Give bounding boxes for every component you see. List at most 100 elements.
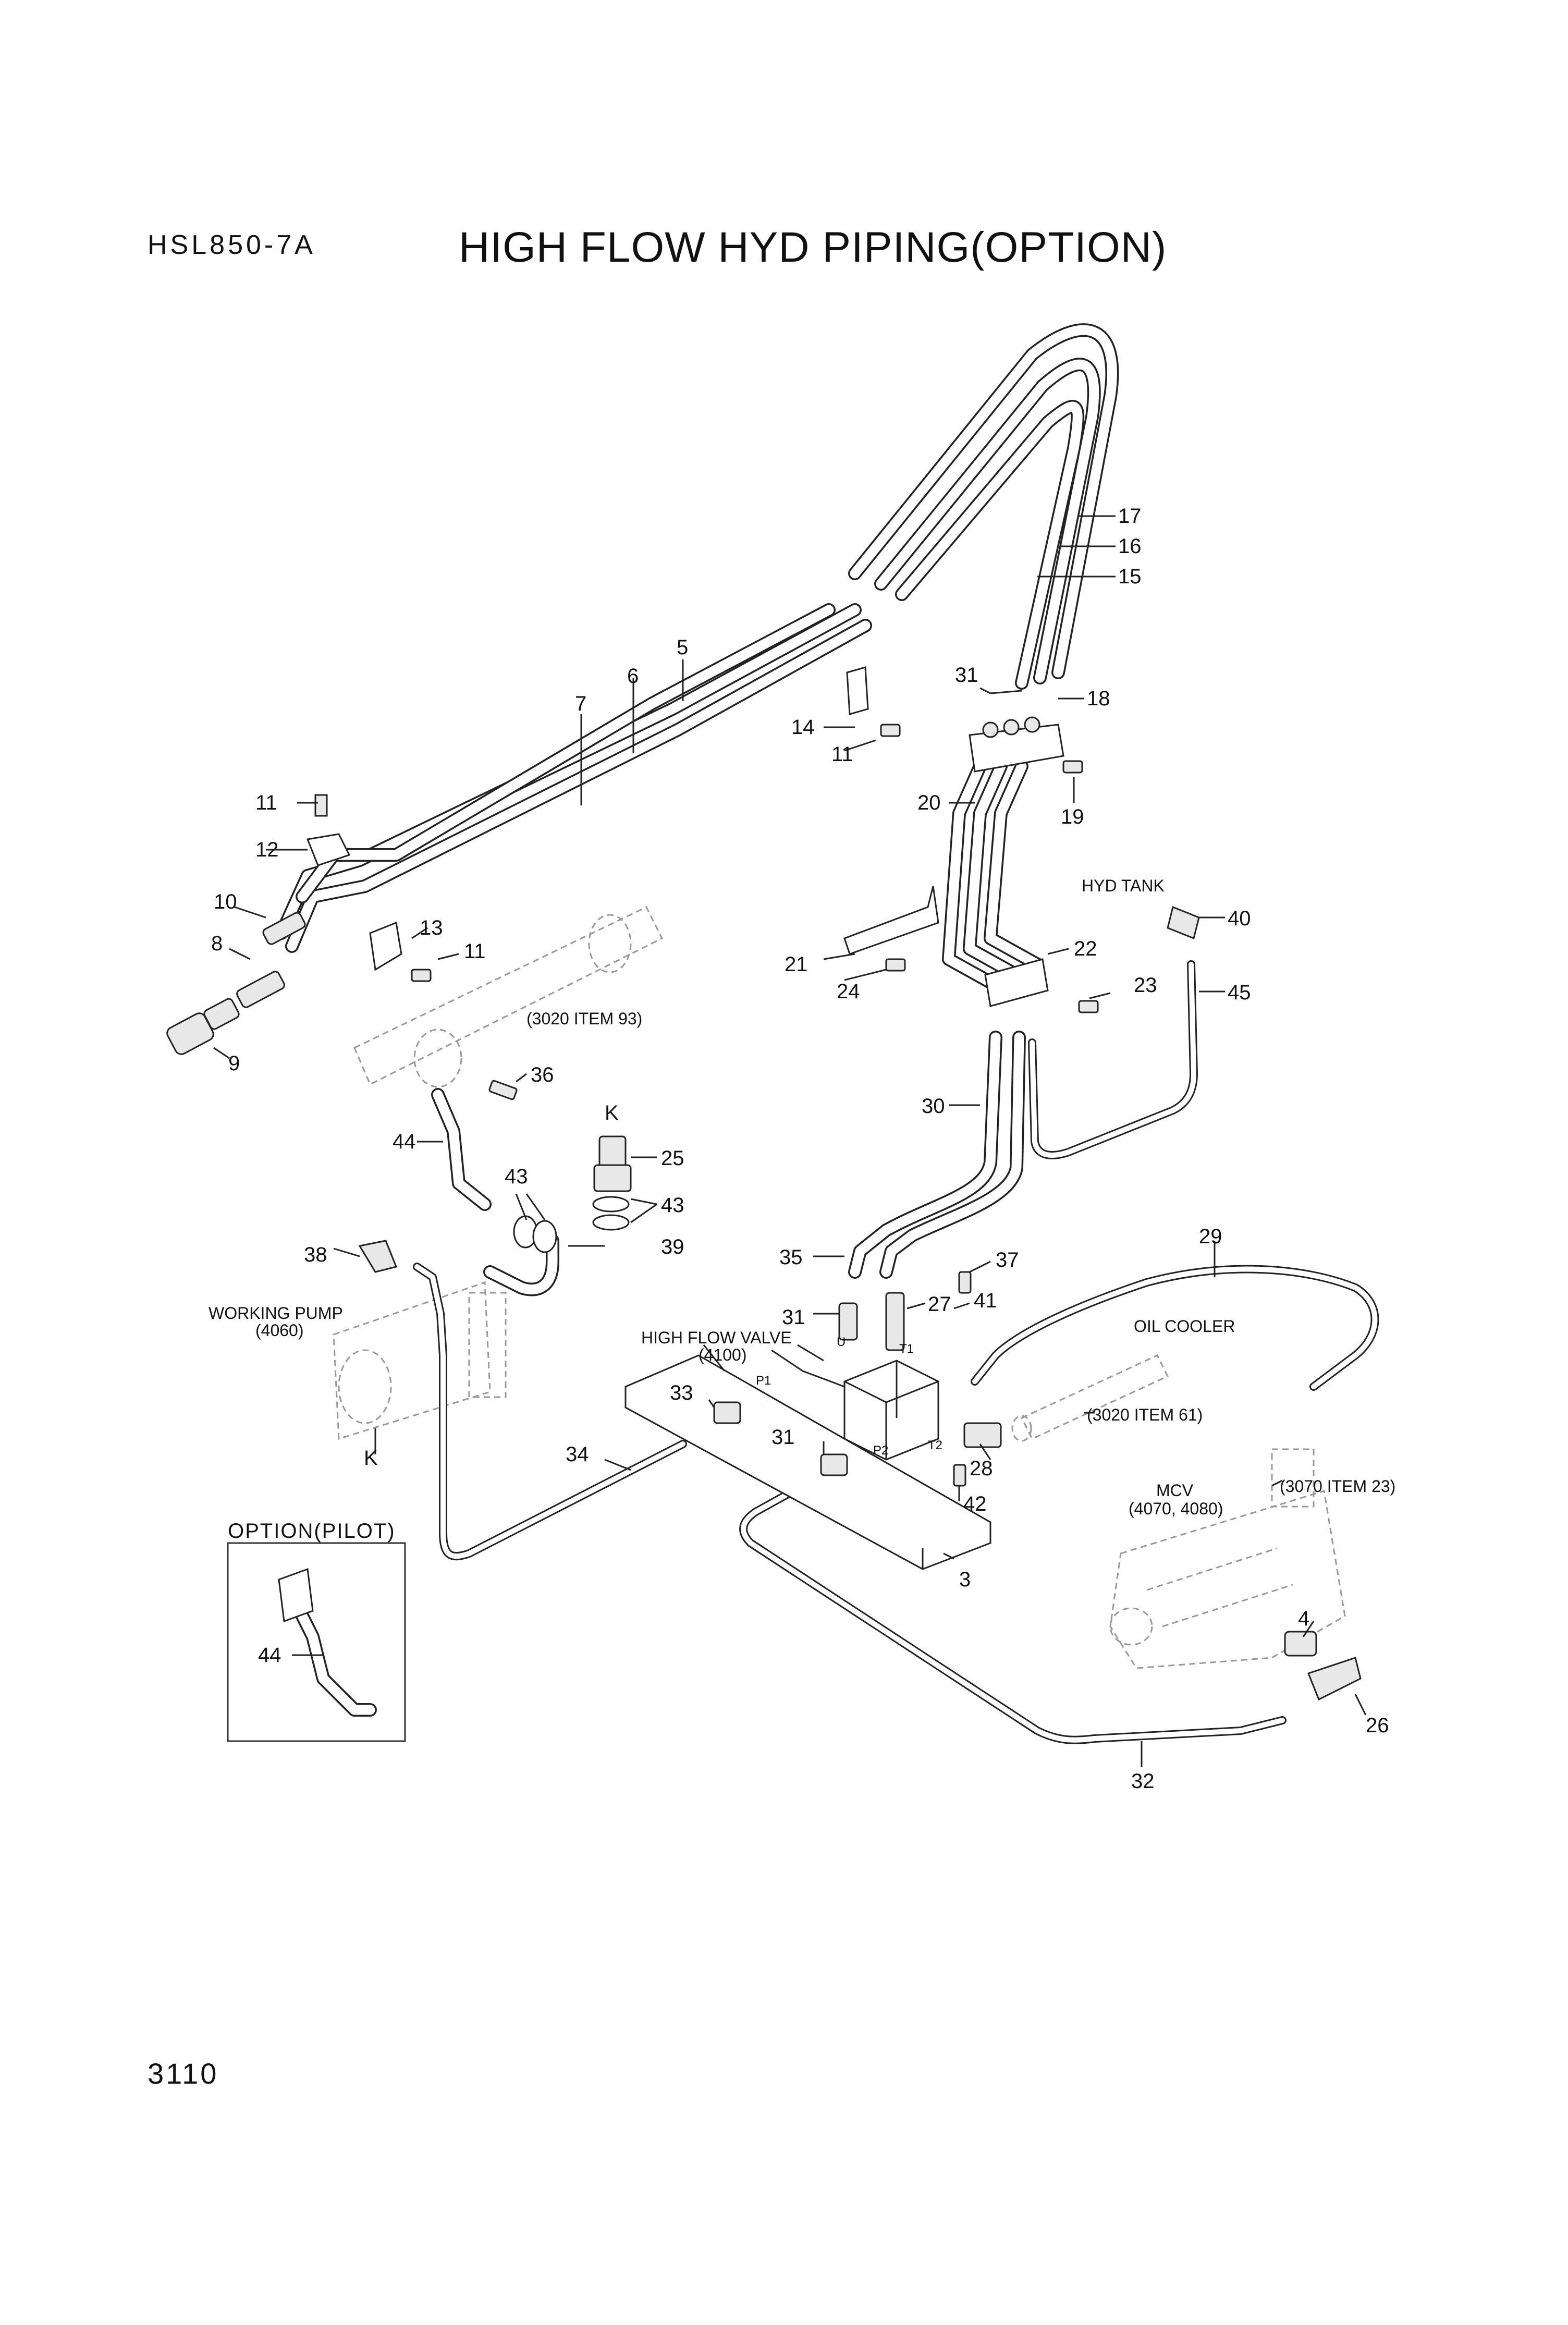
fitting-25 <box>593 1135 632 1192</box>
callout-4: 4 <box>1298 1607 1309 1630</box>
callout-38: 38 <box>304 1243 327 1266</box>
page-title: HIGH FLOW HYD PIPING(OPTION) <box>459 224 1167 271</box>
port-p1: P1 <box>756 1374 771 1388</box>
callout-31b: 31 <box>782 1306 805 1329</box>
block-22 <box>984 958 1049 1007</box>
callout-16: 16 <box>1118 535 1142 558</box>
mcv-ref: (4070, 4080) <box>1129 1499 1223 1518</box>
callout-11b: 11 <box>464 940 486 963</box>
callout-13: 13 <box>420 916 443 939</box>
callout-39: 39 <box>661 1235 684 1258</box>
callout-20: 20 <box>917 791 941 814</box>
callout-44a: 44 <box>393 1130 416 1153</box>
callout-6: 6 <box>627 665 639 688</box>
callout-k-top: K <box>605 1102 619 1124</box>
callout-32: 32 <box>1131 1770 1155 1793</box>
callout-21: 21 <box>785 953 808 976</box>
hose-17 <box>848 323 1119 679</box>
fitting-4 <box>1284 1631 1317 1657</box>
ghost-mcv <box>1109 1448 1346 1669</box>
callout-34: 34 <box>566 1443 589 1466</box>
pipe-5 <box>285 619 872 953</box>
coupler-9 <box>166 998 240 1055</box>
item61-label: (3020 ITEM 61) <box>1087 1405 1203 1424</box>
callout-40: 40 <box>1228 907 1251 930</box>
callout-31a: 31 <box>955 664 978 687</box>
oil-cooler-label: OIL COOLER <box>1134 1317 1235 1336</box>
page-number: 3110 <box>148 2057 219 2090</box>
adapter-8 <box>236 971 285 1008</box>
port-u: U <box>837 1335 846 1349</box>
mcv-label: MCV <box>1156 1481 1194 1500</box>
callout-k-bottom: K <box>364 1447 378 1470</box>
ghost-oil-cooler <box>1011 1354 1169 1442</box>
callout-23: 23 <box>1134 974 1157 997</box>
callout-14: 14 <box>791 716 815 739</box>
callout-45: 45 <box>1228 981 1251 1004</box>
high-flow-valve-ref: (4100) <box>699 1345 747 1364</box>
ghost-working-pump <box>333 1281 507 1440</box>
callout-25: 25 <box>661 1147 684 1170</box>
callout-7: 7 <box>575 692 586 715</box>
pipe-7 <box>296 603 836 903</box>
model-number: HSL850-7A <box>148 230 316 260</box>
callout-44b: 44 <box>258 1644 281 1667</box>
pipe-44 <box>431 1088 492 1211</box>
clamp-13 <box>369 921 402 971</box>
callout-9: 9 <box>228 1052 240 1075</box>
item93-label: (3020 ITEM 93) <box>526 1009 642 1028</box>
ghost-cylinder-item93 <box>353 906 664 1088</box>
elbow-38 <box>358 1240 398 1273</box>
callout-12: 12 <box>255 838 279 861</box>
callout-24: 24 <box>837 980 860 1003</box>
hose-45 <box>1028 960 1198 1159</box>
item23-label: (3070 ITEM 23) <box>1280 1477 1395 1496</box>
clamp-14 <box>846 666 869 715</box>
port-t1: T1 <box>899 1342 914 1356</box>
callout-11a: 11 <box>255 791 277 814</box>
callout-28: 28 <box>970 1457 993 1480</box>
callout-30: 30 <box>922 1095 945 1118</box>
working-pump-ref: (4060) <box>255 1321 304 1340</box>
annotations: HYD TANK (3020 ITEM 93) WORKING PUMP (40… <box>209 876 1395 1543</box>
hyd-tank-label: HYD TANK <box>1082 876 1165 895</box>
callout-27: 27 <box>928 1293 951 1316</box>
callout-22: 22 <box>1074 937 1097 960</box>
working-pump-label: WORKING PUMP <box>209 1304 343 1323</box>
callout-37: 37 <box>996 1249 1019 1271</box>
bracket-21 <box>843 886 939 955</box>
clamp-12 <box>306 794 351 866</box>
block-18 <box>969 716 1064 773</box>
pipe-20 <box>942 760 1044 992</box>
high-flow-valve-label: HIGH FLOW VALVE <box>641 1328 792 1347</box>
adapter-10 <box>262 912 306 945</box>
hose-30 <box>848 1031 1026 1279</box>
hose-39 <box>483 1234 559 1296</box>
option-pilot-label: OPTION(PILOT) <box>228 1520 396 1543</box>
callout-17: 17 <box>1118 505 1142 528</box>
leader-lines <box>213 515 1367 1767</box>
callout-43a: 43 <box>505 1165 528 1188</box>
bolts <box>411 724 1099 1487</box>
callout-42: 42 <box>963 1492 987 1515</box>
port-t2: T2 <box>928 1438 942 1452</box>
callout-15: 15 <box>1118 565 1142 588</box>
pipe-34 <box>413 1263 687 1561</box>
callout-26: 26 <box>1366 1714 1389 1737</box>
callout-36: 36 <box>531 1063 554 1086</box>
callout-11c: 11 <box>831 743 853 766</box>
callout-19: 19 <box>1061 805 1084 828</box>
callout-3: 3 <box>959 1568 971 1591</box>
callout-numbers: 5 6 7 17 16 15 31 18 19 20 14 11 11 12 1… <box>211 505 1389 1793</box>
elbow-40 <box>1167 905 1200 940</box>
callout-5: 5 <box>677 636 688 659</box>
high-flow-valve <box>713 1292 1002 1476</box>
callout-29: 29 <box>1199 1225 1222 1248</box>
elbow-26 <box>1307 1657 1362 1701</box>
pipe-32 <box>739 1482 1287 1744</box>
hose-29 <box>971 1265 1379 1391</box>
callout-43b: 43 <box>661 1194 684 1217</box>
clamps-43 <box>513 1196 630 1253</box>
hose-15 <box>895 400 1085 690</box>
